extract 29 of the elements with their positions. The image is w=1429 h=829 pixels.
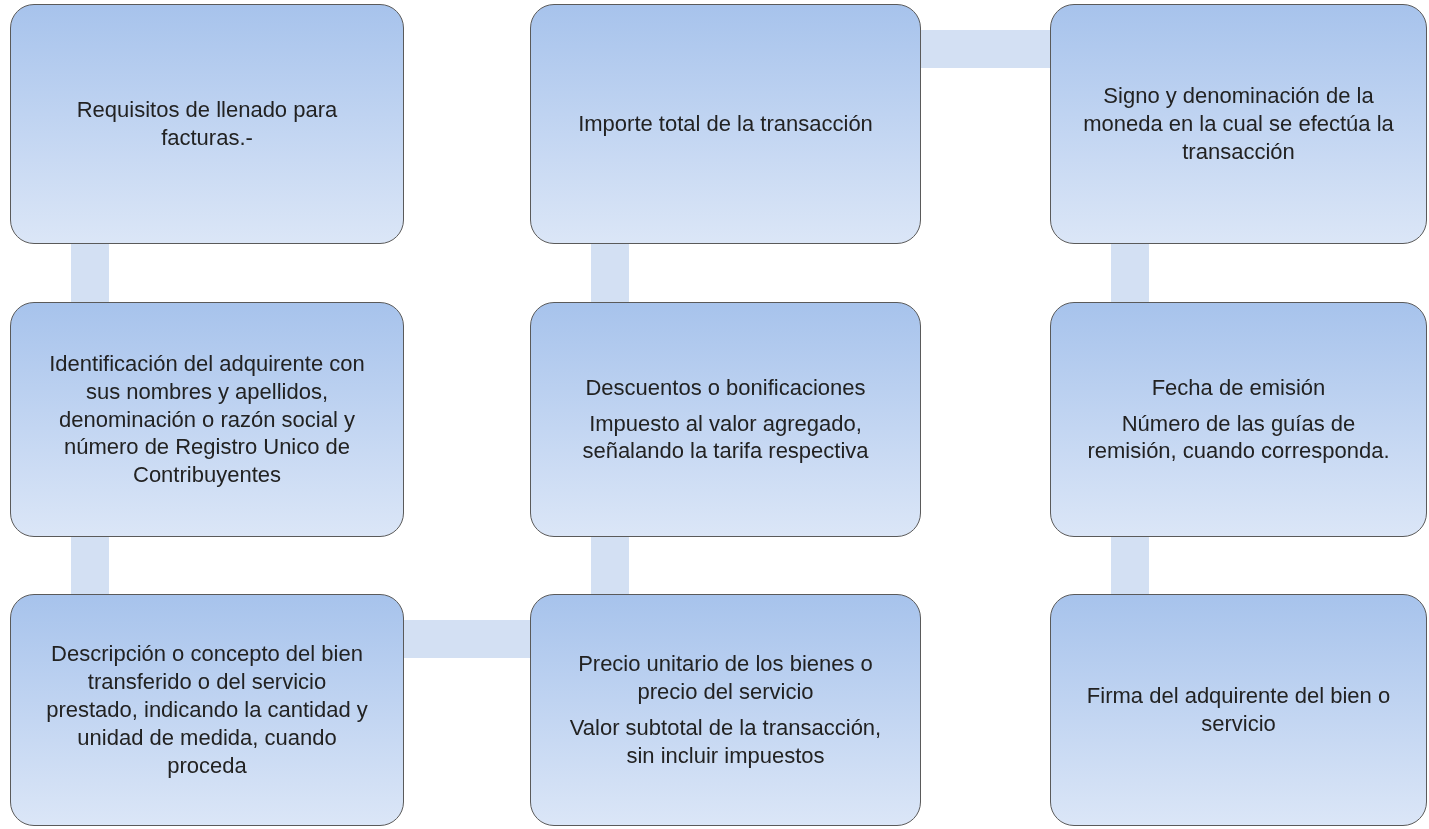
box-text: Valor subtotal de la transacción, sin incluir impuestos: [568, 714, 883, 770]
process-box: [530, 4, 921, 244]
process-box: [1050, 302, 1427, 537]
box-text: Requisitos de llenado para facturas.-: [75, 96, 339, 152]
process-box: [10, 594, 404, 826]
process-box: [1050, 4, 1427, 244]
connector-bar: [591, 537, 629, 594]
box-text: Signo y denominación de la moneda en la cual se efectúa la transacción: [1082, 82, 1395, 166]
connector-bar: [71, 244, 109, 302]
connector-bar: [1111, 537, 1149, 594]
process-box: [10, 4, 404, 244]
box-text: Firma del adquirente del bien o servicio: [1085, 682, 1392, 738]
box-text: Número de las guías de remisión, cuando corresponda.: [1086, 409, 1391, 466]
box-text: Precio unitario de los bienes o precio del servicio: [577, 650, 874, 706]
process-box: [530, 302, 921, 537]
box-text: Importe total de la transacción: [578, 110, 873, 138]
box-text: Impuesto al valor agregado, señalando la tarifa respectiva: [581, 409, 870, 466]
connector-bar: [1111, 244, 1149, 302]
box-text: Descuentos o bonificaciones: [585, 373, 866, 402]
box-text: Identificación del adquirente con sus nombres y apellidos, denominación o razón social y número de Registro Unico de Contribuyentes: [48, 349, 366, 490]
connector-bar: [71, 537, 109, 594]
box-text: Fecha de emisión: [1151, 373, 1326, 402]
connector-bar: [921, 30, 1050, 68]
process-box: [10, 302, 404, 537]
process-box: [1050, 594, 1427, 826]
process-box: [530, 594, 921, 826]
box-text: Descripción o concepto del bien transferido o del servicio prestado, indicando la cantidad y unidad de medida, cuando proceda: [45, 640, 369, 780]
connector-bar: [591, 244, 629, 302]
connector-bar: [404, 620, 530, 658]
